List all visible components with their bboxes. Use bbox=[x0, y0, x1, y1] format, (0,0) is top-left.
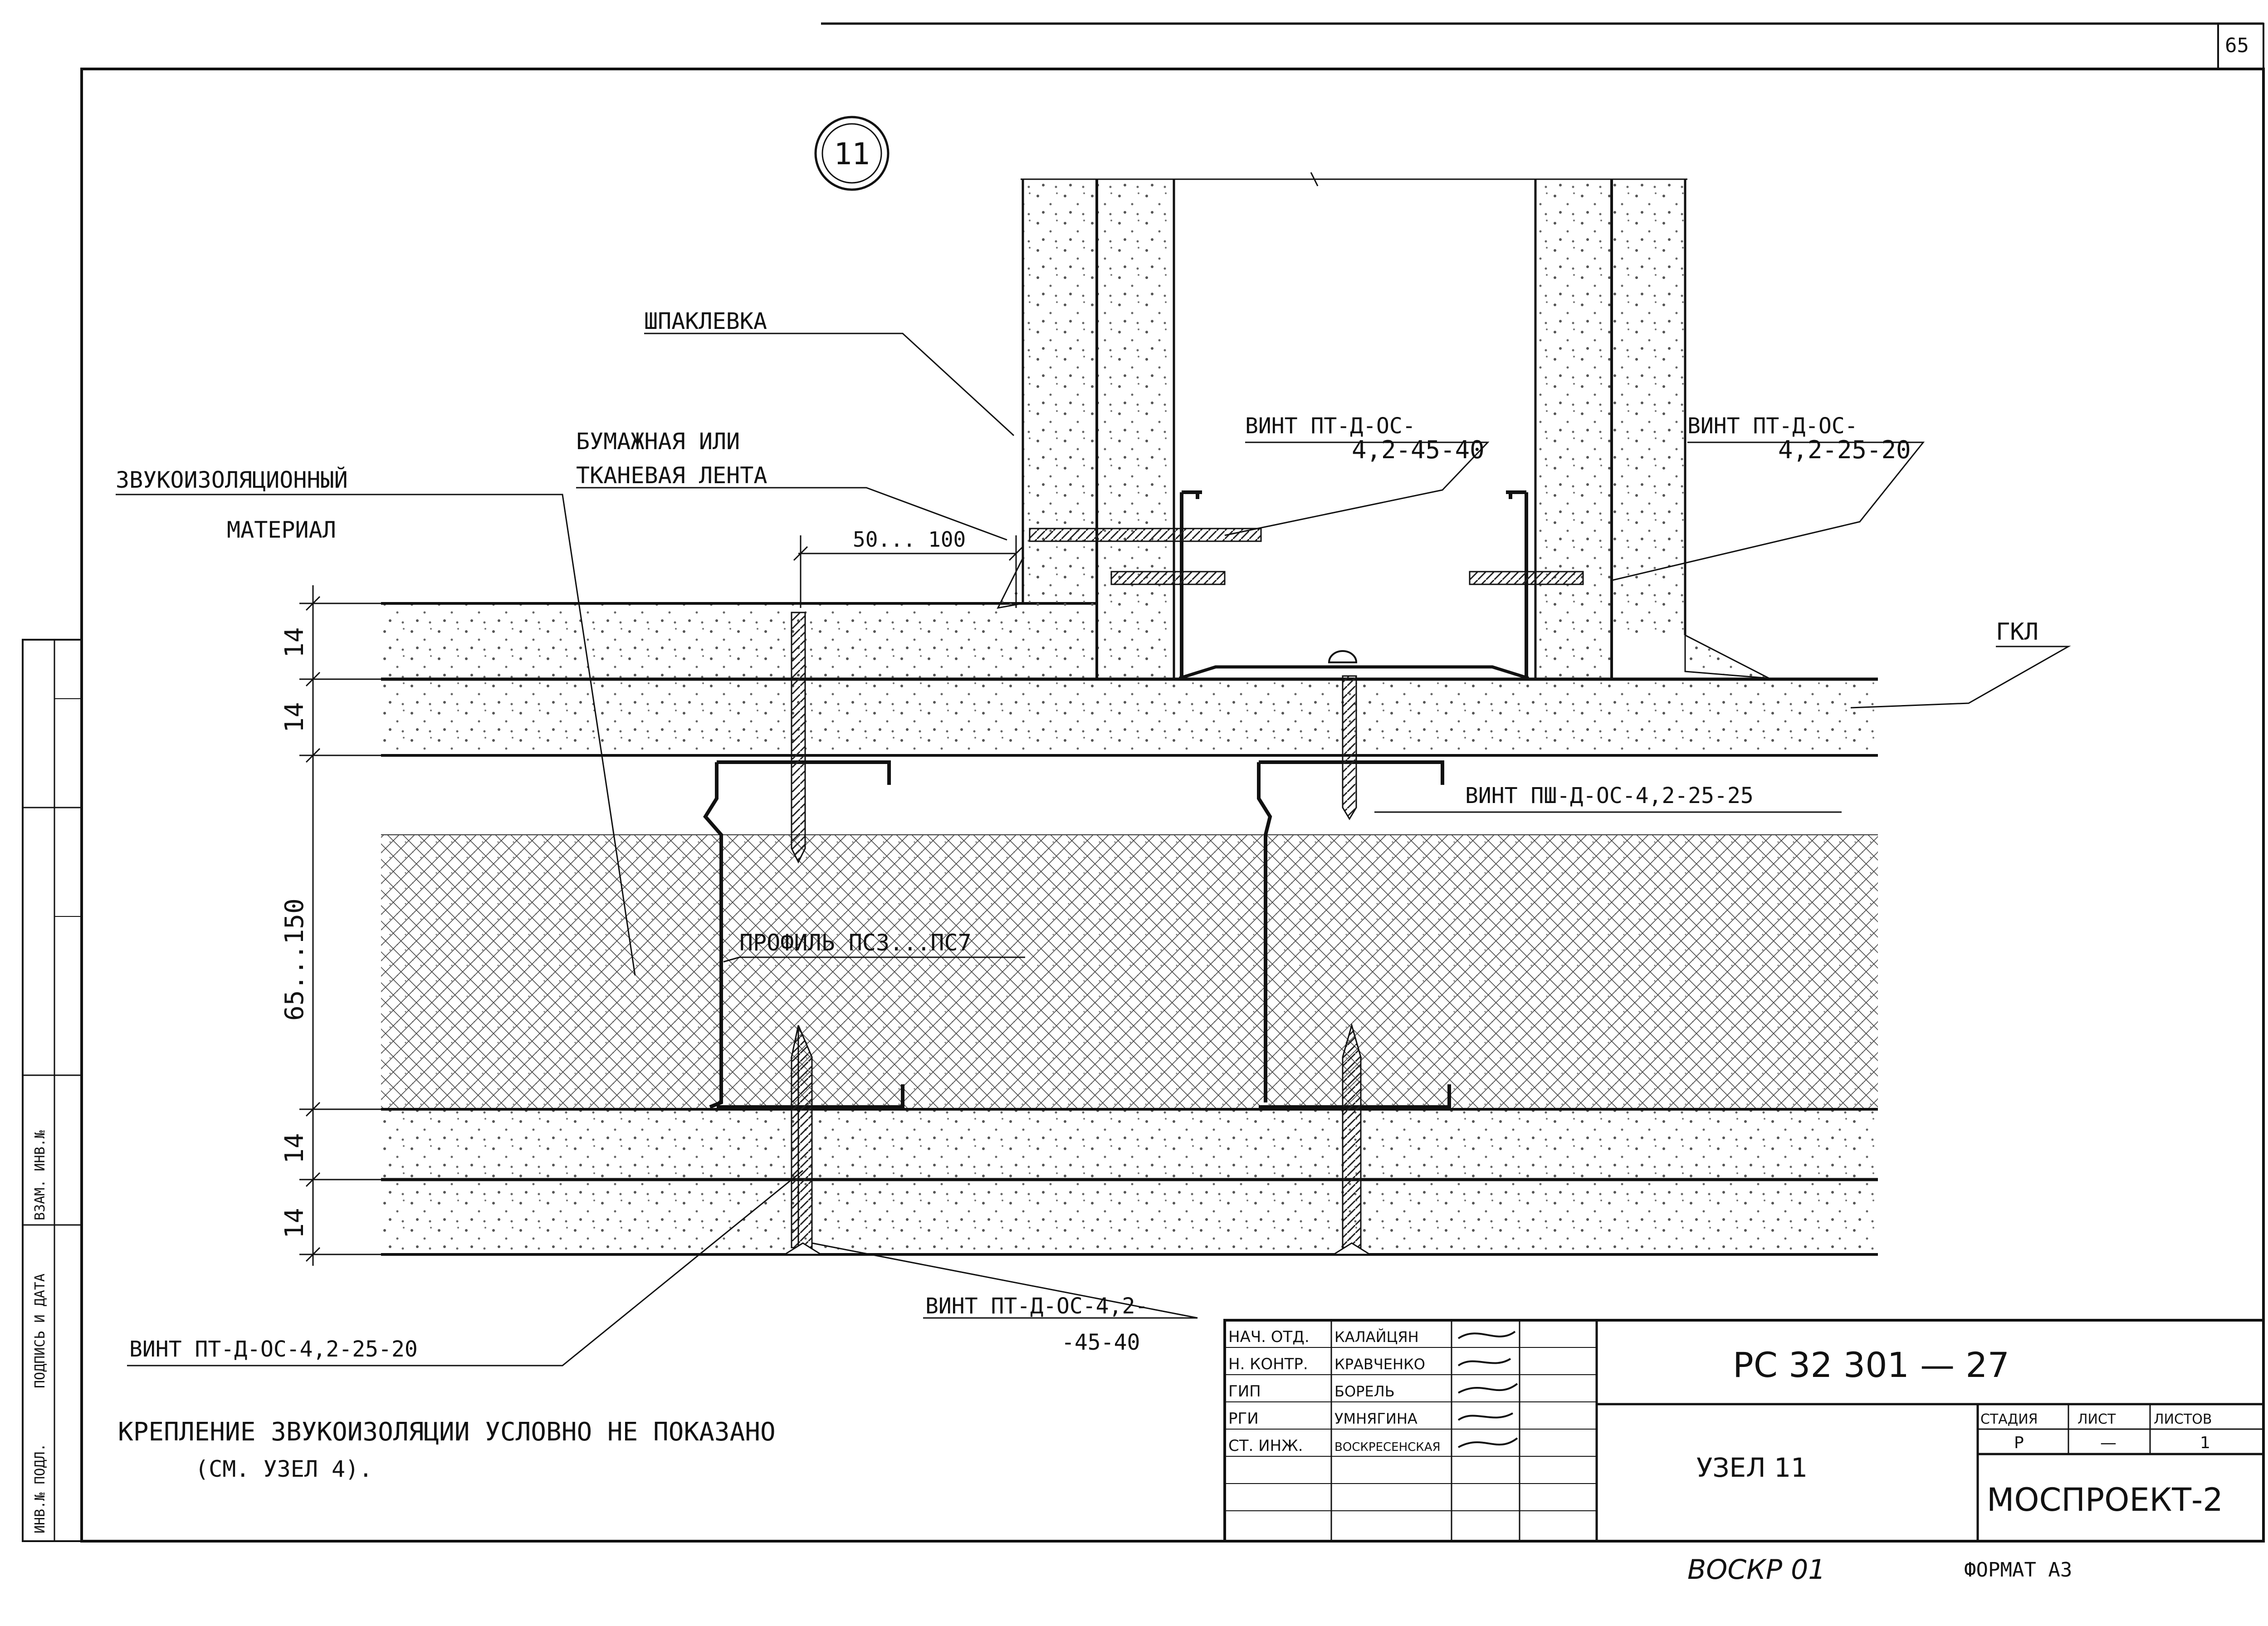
wall-board-right bbox=[1534, 179, 1686, 678]
dim-cavity: 65...150 bbox=[280, 898, 309, 1021]
screw-head-lower-left bbox=[782, 1242, 824, 1255]
strip-col2-text: ПОДПИСЬ И ДАТА bbox=[32, 1273, 48, 1388]
label-screw-left-1: ВИНТ ПТ-Д-ОС- bbox=[1245, 413, 1416, 439]
label-insulation-2: МАТЕРИАЛ bbox=[227, 517, 336, 543]
node-badge-number: 11 bbox=[834, 137, 870, 171]
ceiling-profile-right bbox=[1257, 760, 1444, 1102]
tb-node-title: УЗЕЛ 11 bbox=[1696, 1452, 1808, 1483]
label-screw-bottom-left: ВИНТ ПТ-Д-ОС-4,2-25-20 bbox=[129, 1337, 418, 1362]
tb-stage: Р bbox=[2014, 1434, 2024, 1452]
guide-screw-head bbox=[1328, 650, 1358, 663]
page-number: 65 bbox=[2225, 34, 2249, 57]
screw-vertical-upper-left bbox=[791, 612, 806, 864]
tb-stage-header: СТАДИЯ bbox=[1980, 1411, 2038, 1427]
label-putty: ШПАКЛЕВКА bbox=[644, 308, 767, 334]
label-tape-1: БУМАЖНАЯ ИЛИ bbox=[576, 428, 740, 455]
tb-name-3: БОРЕЛЬ bbox=[1334, 1383, 1395, 1400]
ceiling-profile-right-bottom bbox=[1259, 1084, 1451, 1109]
tb-name-4: УМНЯГИНА bbox=[1334, 1410, 1418, 1427]
note-line-1: КРЕПЛЕНИЕ ЗВУКОИЗОЛЯЦИИ УСЛОВНО НЕ ПОКАЗ… bbox=[118, 1417, 776, 1447]
wall-profile-left bbox=[1180, 490, 1202, 678]
tb-doc-code: РС 32 301 — 27 bbox=[1733, 1345, 2009, 1385]
dim-board4: 14 bbox=[280, 1208, 309, 1239]
label-screw-right-1: ВИНТ ПТ-Д-ОС- bbox=[1687, 413, 1858, 439]
screw-vertical-lower-right bbox=[1342, 1023, 1362, 1249]
format-label: ФОРМАТ А3 bbox=[1964, 1558, 2072, 1582]
screw-head-lower-right bbox=[1331, 1242, 1373, 1255]
tb-sheets-header: ЛИСТОВ bbox=[2154, 1411, 2212, 1427]
tb-role-5: СТ. ИНЖ. bbox=[1228, 1437, 1303, 1455]
tb-role-4: РГИ bbox=[1228, 1410, 1259, 1428]
copy-mark: ВОСКР 01 bbox=[1687, 1554, 1825, 1586]
break-mark bbox=[1310, 172, 1319, 186]
putty-fillet-right bbox=[1684, 634, 1769, 679]
putty-fillet-left bbox=[997, 558, 1024, 609]
title-block-rows bbox=[1225, 1347, 1597, 1511]
dimension-chain bbox=[299, 585, 381, 1266]
label-screw-bottom-mid-2: -45-40 bbox=[1061, 1330, 1140, 1355]
wall-screw-upper bbox=[1029, 528, 1262, 542]
ceiling-profile-left bbox=[703, 760, 891, 1109]
tb-organization: МОСПРОЕКТ-2 bbox=[1987, 1481, 2223, 1518]
label-profile: ПРОФИЛЬ ПС3...ПС7 bbox=[739, 930, 972, 956]
tb-name-2: КРАВЧЕНКО bbox=[1334, 1356, 1425, 1373]
ceiling-profile-left-bottom bbox=[717, 1084, 904, 1109]
tb-name-1: КАЛАЙЦЯН bbox=[1334, 1328, 1419, 1346]
tb-name-5: ВОСКРЕСЕНСКАЯ bbox=[1334, 1440, 1441, 1454]
signatures bbox=[1457, 1331, 1518, 1448]
screw-vertical-upper-right bbox=[1342, 675, 1357, 820]
board-layer-4 bbox=[381, 1178, 1878, 1256]
label-screw-psh: ВИНТ ПШ-Д-ОС-4,2-25-25 bbox=[1465, 783, 1754, 808]
tb-role-3: ГИП bbox=[1228, 1382, 1261, 1401]
label-screw-bottom-mid-1: ВИНТ ПТ-Д-ОС-4,2- bbox=[925, 1293, 1148, 1319]
strip-col3-text: ВЗАМ. ИНВ.№ bbox=[32, 1130, 48, 1220]
dim-board3: 14 bbox=[280, 1133, 309, 1164]
guide-channel bbox=[1178, 665, 1530, 680]
tb-sheet: — bbox=[2100, 1434, 2116, 1452]
insulation-layer bbox=[381, 834, 1878, 1109]
gap-dim-text: 50... 100 bbox=[853, 527, 966, 552]
board-layer-1 bbox=[381, 602, 1098, 678]
screw-vertical-lower-left bbox=[791, 1025, 813, 1249]
wall-profile-right bbox=[1506, 490, 1528, 678]
wall-screw-left bbox=[1110, 571, 1226, 585]
tb-role-2: Н. КОНТР. bbox=[1228, 1355, 1308, 1373]
leader-lines bbox=[116, 333, 2071, 1366]
label-screw-right-2: 4,2-25-20 bbox=[1778, 436, 1911, 464]
label-insulation-1: ЗВУКОИЗОЛЯЦИОННЫЙ bbox=[116, 466, 348, 493]
wall-screw-right bbox=[1469, 571, 1584, 585]
tb-sheets: 1 bbox=[2200, 1434, 2210, 1452]
label-tape-2: ТКАНЕВАЯ ЛЕНТА bbox=[576, 462, 767, 489]
sheet-frame bbox=[22, 22, 2265, 1543]
strip-col1-text: ИНВ.№ ПОДЛ. bbox=[32, 1443, 48, 1533]
label-gkl: ГКЛ bbox=[1996, 618, 2038, 646]
label-screw-left-2: 4,2-45-40 bbox=[1352, 436, 1485, 464]
tb-role-1: НАЧ. ОТД. bbox=[1228, 1328, 1310, 1346]
board-layer-3 bbox=[381, 1108, 1878, 1180]
wall-board-left bbox=[1022, 179, 1175, 678]
board-layer-2 bbox=[381, 677, 1878, 757]
title-block bbox=[1223, 1319, 2265, 1543]
dim-board1: 14 bbox=[280, 627, 309, 658]
gap-dimension bbox=[793, 535, 1024, 608]
tb-sheet-header: ЛИСТ bbox=[2077, 1411, 2116, 1427]
note-line-2: (СМ. УЗЕЛ 4). bbox=[195, 1456, 372, 1482]
node-badge: 11 bbox=[814, 116, 890, 191]
dim-board2: 14 bbox=[280, 702, 309, 733]
